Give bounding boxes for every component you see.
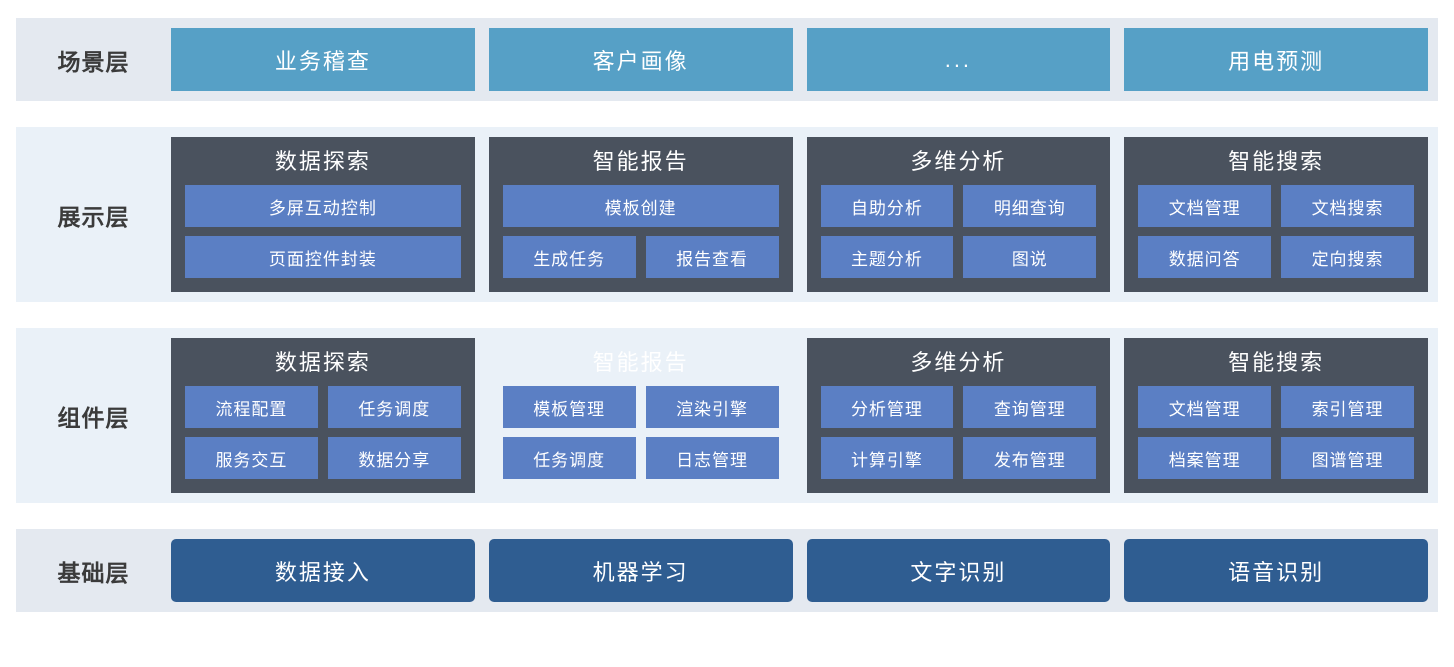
module-chip-row: 计算引擎发布管理 xyxy=(820,437,1097,479)
layer-label-scene: 场景层 xyxy=(57,48,130,75)
module-chip[interactable]: 数据分享 xyxy=(327,437,461,479)
layer-band-component: 组件层数据探索流程配置任务调度服务交互数据分享智能报告模板管理渲染引擎任务调度日… xyxy=(16,328,1438,503)
module-chip[interactable]: 定向搜索 xyxy=(1281,236,1414,278)
module-chip[interactable]: 多屏互动控制 xyxy=(185,185,461,227)
module-chip[interactable]: 日志管理 xyxy=(645,437,779,479)
module-chip-rows: 自助分析明细查询主题分析图说 xyxy=(820,185,1097,278)
scene-card[interactable]: 业务稽查 xyxy=(171,28,475,91)
module-chip[interactable]: 任务调度 xyxy=(502,437,636,479)
module-chip-rows: 模板创建生成任务报告查看 xyxy=(502,185,779,278)
module-title: 数据探索 xyxy=(274,350,371,375)
layer-cards-foundation: 数据接入机器学习文字识别语音识别 xyxy=(171,539,1428,602)
module-chip-row: 数据问答定向搜索 xyxy=(1138,236,1414,278)
component-module-card[interactable]: 智能报告模板管理渲染引擎任务调度日志管理 xyxy=(489,338,793,493)
module-title: 智能搜索 xyxy=(1228,149,1325,174)
module-chip-row: 档案管理图谱管理 xyxy=(1138,437,1414,479)
module-chip[interactable]: 文档搜索 xyxy=(1281,185,1414,227)
foundation-card[interactable]: 语音识别 xyxy=(1124,539,1428,602)
layer-cards-scene: 业务稽查客户画像...用电预测 xyxy=(171,28,1428,91)
scene-card[interactable]: 用电预测 xyxy=(1124,28,1428,91)
module-chip-row: 主题分析图说 xyxy=(820,236,1097,278)
module-chip-row: 自助分析明细查询 xyxy=(820,185,1097,227)
module-chip-rows: 文档管理索引管理档案管理图谱管理 xyxy=(1138,386,1414,479)
layer-cards-presentation: 数据探索多屏互动控制页面控件封装智能报告模板创建生成任务报告查看多维分析自助分析… xyxy=(171,137,1428,292)
layer-band-scene: 场景层 业务稽查客户画像...用电预测 xyxy=(16,18,1438,101)
module-chip[interactable]: 报告查看 xyxy=(645,236,779,278)
module-chip-rows: 文档管理文档搜索数据问答定向搜索 xyxy=(1138,185,1414,278)
presentation-module-card[interactable]: 多维分析自助分析明细查询主题分析图说 xyxy=(806,137,1111,292)
foundation-card[interactable]: 数据接入 xyxy=(171,539,475,602)
module-chip-rows: 流程配置任务调度服务交互数据分享 xyxy=(185,386,461,479)
module-title: 数据探索 xyxy=(274,149,371,174)
module-chip[interactable]: 服务交互 xyxy=(185,437,318,479)
module-chip-row: 流程配置任务调度 xyxy=(185,386,461,428)
component-module-card[interactable]: 数据探索流程配置任务调度服务交互数据分享 xyxy=(171,338,475,493)
module-chip-row: 文档管理文档搜索 xyxy=(1138,185,1414,227)
module-chip[interactable]: 渲染引擎 xyxy=(645,386,779,428)
module-chip[interactable]: 明细查询 xyxy=(963,185,1097,227)
module-chip-row: 文档管理索引管理 xyxy=(1138,386,1414,428)
module-chip[interactable]: 主题分析 xyxy=(820,236,954,278)
module-chip[interactable]: 流程配置 xyxy=(185,386,318,428)
scene-card[interactable]: 客户画像 xyxy=(488,28,793,91)
module-chip[interactable]: 查询管理 xyxy=(963,386,1097,428)
component-module-card[interactable]: 智能搜索文档管理索引管理档案管理图谱管理 xyxy=(1124,338,1428,493)
layer-band-foundation: 基础层 数据接入机器学习文字识别语音识别 xyxy=(16,529,1438,612)
module-chip[interactable]: 图谱管理 xyxy=(1281,437,1414,479)
scene-card[interactable]: ... xyxy=(806,28,1111,91)
module-chip-row: 任务调度日志管理 xyxy=(502,437,779,479)
module-chip[interactable]: 自助分析 xyxy=(820,185,954,227)
module-chip[interactable]: 生成任务 xyxy=(502,236,636,278)
foundation-card[interactable]: 文字识别 xyxy=(806,539,1111,602)
module-chip-rows: 分析管理查询管理计算引擎发布管理 xyxy=(820,386,1097,479)
module-chip-row: 模板管理渲染引擎 xyxy=(502,386,779,428)
module-chip[interactable]: 计算引擎 xyxy=(820,437,954,479)
module-chip[interactable]: 图说 xyxy=(963,236,1097,278)
presentation-module-card[interactable]: 数据探索多屏互动控制页面控件封装 xyxy=(171,137,475,292)
module-chip[interactable]: 任务调度 xyxy=(327,386,461,428)
module-chip[interactable]: 模板管理 xyxy=(502,386,636,428)
layer-cards-component: 数据探索流程配置任务调度服务交互数据分享智能报告模板管理渲染引擎任务调度日志管理… xyxy=(171,338,1428,493)
module-title: 多维分析 xyxy=(910,350,1007,375)
module-chip-row: 页面控件封装 xyxy=(185,236,461,278)
module-title: 多维分析 xyxy=(910,149,1007,174)
module-chip[interactable]: 页面控件封装 xyxy=(185,236,461,278)
module-chip[interactable]: 模板创建 xyxy=(502,185,779,227)
layer-label-component: 组件层 xyxy=(57,404,130,431)
layer-label-presentation: 展示层 xyxy=(57,203,130,230)
module-chip-row: 服务交互数据分享 xyxy=(185,437,461,479)
module-chip[interactable]: 文档管理 xyxy=(1138,386,1272,428)
presentation-module-card[interactable]: 智能报告模板创建生成任务报告查看 xyxy=(488,137,793,292)
module-chip-rows: 模板管理渲染引擎任务调度日志管理 xyxy=(502,386,779,479)
module-chip-rows: 多屏互动控制页面控件封装 xyxy=(185,185,461,278)
module-chip-row: 模板创建 xyxy=(502,185,779,227)
module-chip[interactable]: 分析管理 xyxy=(820,386,954,428)
module-chip[interactable]: 发布管理 xyxy=(963,437,1097,479)
foundation-card[interactable]: 机器学习 xyxy=(488,539,793,602)
module-chip[interactable]: 档案管理 xyxy=(1138,437,1272,479)
layer-band-presentation: 展示层数据探索多屏互动控制页面控件封装智能报告模板创建生成任务报告查看多维分析自… xyxy=(16,127,1438,302)
component-module-card[interactable]: 多维分析分析管理查询管理计算引擎发布管理 xyxy=(806,338,1111,493)
module-chip-row: 生成任务报告查看 xyxy=(502,236,779,278)
module-chip-row: 分析管理查询管理 xyxy=(820,386,1097,428)
module-title: 智能报告 xyxy=(592,350,689,375)
module-chip-row: 多屏互动控制 xyxy=(185,185,461,227)
module-title: 智能搜索 xyxy=(1228,350,1325,375)
module-chip[interactable]: 数据问答 xyxy=(1138,236,1272,278)
module-title: 智能报告 xyxy=(592,149,689,174)
module-chip[interactable]: 文档管理 xyxy=(1138,185,1272,227)
module-chip[interactable]: 索引管理 xyxy=(1281,386,1414,428)
layer-label-foundation: 基础层 xyxy=(57,559,130,586)
presentation-module-card[interactable]: 智能搜索文档管理文档搜索数据问答定向搜索 xyxy=(1124,137,1428,292)
